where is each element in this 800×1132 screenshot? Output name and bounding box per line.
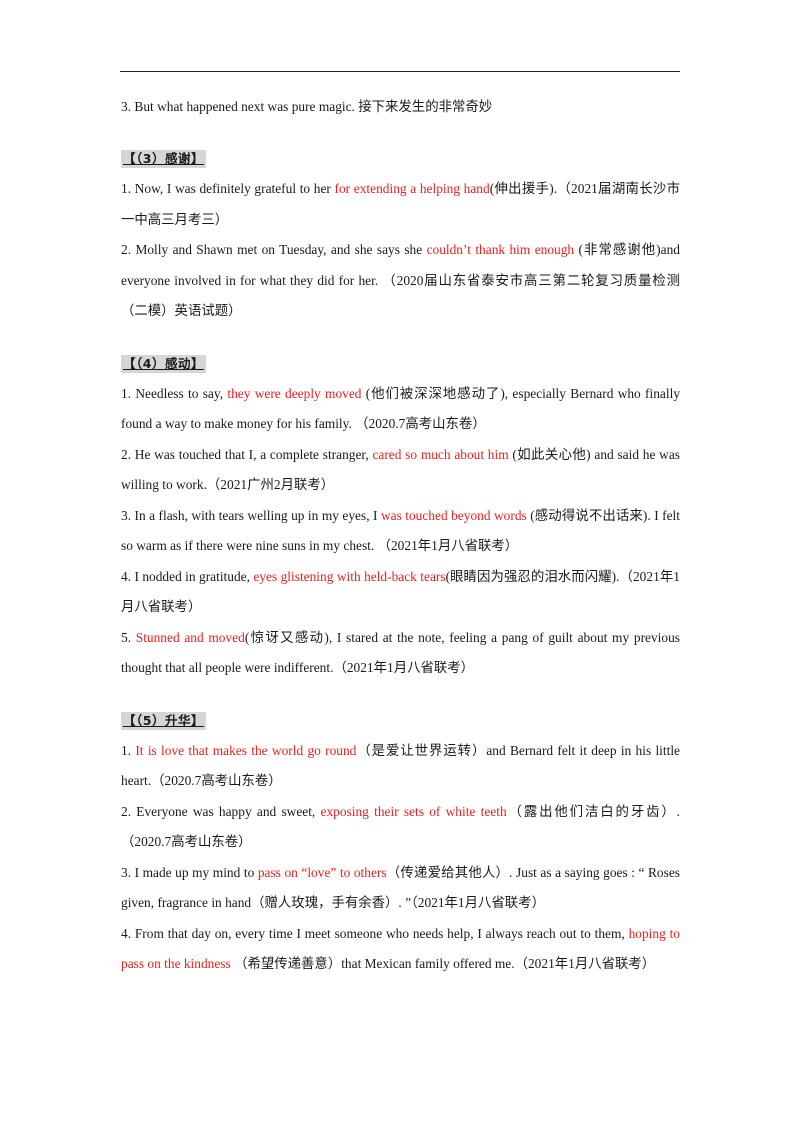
- section-header: 【（5）升华】: [121, 711, 206, 730]
- list-item: 1. It is love that makes the world go ro…: [121, 742, 681, 789]
- header-rule: [120, 71, 680, 72]
- list-item: 2. Molly and Shawn met on Tuesday, and s…: [121, 242, 680, 318]
- highlight-phrase: It is love that makes the world go round: [135, 742, 357, 758]
- section-header: 【（4）感动】: [121, 354, 206, 373]
- section-moved: 【（4）感动】 1. Needless to say, they were de…: [121, 353, 680, 684]
- highlight-phrase: couldn’t thank him enough: [426, 242, 575, 257]
- highlight-phrase: they were deeply moved: [227, 385, 362, 401]
- list-item: 4. From that day on, every time I meet s…: [121, 925, 680, 972]
- list-item: 5. Stunned and moved(惊讶又感动), I stared at…: [121, 629, 680, 676]
- list-item: 2. He was touched that I, a complete str…: [121, 446, 680, 493]
- document-body: 3. But what happened next was pure magic…: [121, 92, 680, 980]
- section-header: 【（3）感谢】: [121, 150, 206, 168]
- highlight-phrase: pass on “love” to others: [257, 864, 387, 880]
- list-item: 2. Everyone was happy and sweet, exposin…: [121, 803, 680, 850]
- section-gratitude: 【（3）感谢】 1. Now, I was definitely gratefu…: [121, 148, 680, 327]
- highlight-phrase: cared so much about him: [372, 446, 509, 462]
- section-sublimation: 【（5）升华】 1. It is love that makes the wor…: [121, 710, 680, 980]
- list-item: 4. I nodded in gratitude, eyes glistenin…: [121, 568, 680, 615]
- highlight-phrase: hoping to pass on the kindness: [121, 925, 680, 972]
- highlight-phrase: for extending a helping hand: [334, 181, 490, 196]
- list-item: 3. I made up my mind to pass on “love” t…: [121, 864, 680, 911]
- list-item: 1. Needless to say, they were deeply mov…: [121, 385, 681, 432]
- highlight-phrase: Stunned and moved: [135, 629, 245, 645]
- list-item: 1. Now, I was definitely grateful to her…: [121, 181, 681, 227]
- highlight-phrase: eyes glistening with held-back tears: [253, 568, 446, 584]
- highlight-phrase: was touched beyond words: [380, 507, 527, 523]
- list-item: 3. In a flash, with tears welling up in …: [121, 507, 680, 554]
- intro-line: 3. But what happened next was pure magic…: [121, 99, 493, 114]
- highlight-phrase: exposing their sets of white teeth: [320, 803, 507, 819]
